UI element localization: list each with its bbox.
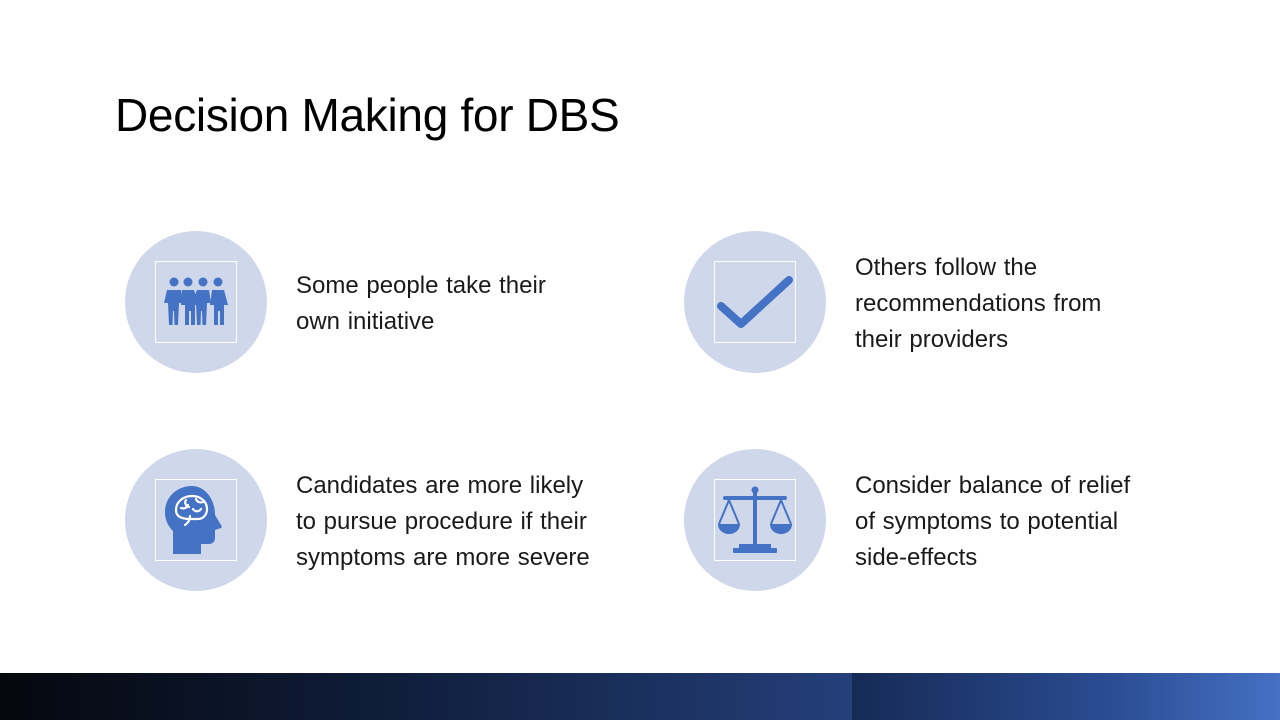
point-severity: Candidates are more likely to pursue pro…: [125, 449, 685, 591]
footer-band: [0, 673, 1280, 720]
people-icon: [155, 261, 237, 343]
brain-head-icon: [155, 479, 237, 561]
point-follow-providers: Others follow the recommendations from t…: [684, 231, 1244, 373]
icon-circle: [684, 231, 826, 373]
point-own-initiative: Some people take their own initiative: [125, 231, 685, 373]
scales-icon: [714, 479, 796, 561]
footer-band-right: [852, 673, 1280, 720]
point-text: Others follow the recommendations from t…: [855, 254, 1102, 353]
point-text: Consider balance of relief of symptoms t…: [855, 472, 1131, 571]
point-text: Candidates are more likely to pursue pro…: [296, 472, 590, 571]
point-balance: Consider balance of relief of symptoms t…: [684, 449, 1244, 591]
checkmark-icon: [714, 261, 796, 343]
footer-band-left: [0, 673, 852, 720]
slide-title: Decision Making for DBS: [115, 89, 620, 141]
point-text: Some people take their own initiative: [296, 272, 546, 335]
